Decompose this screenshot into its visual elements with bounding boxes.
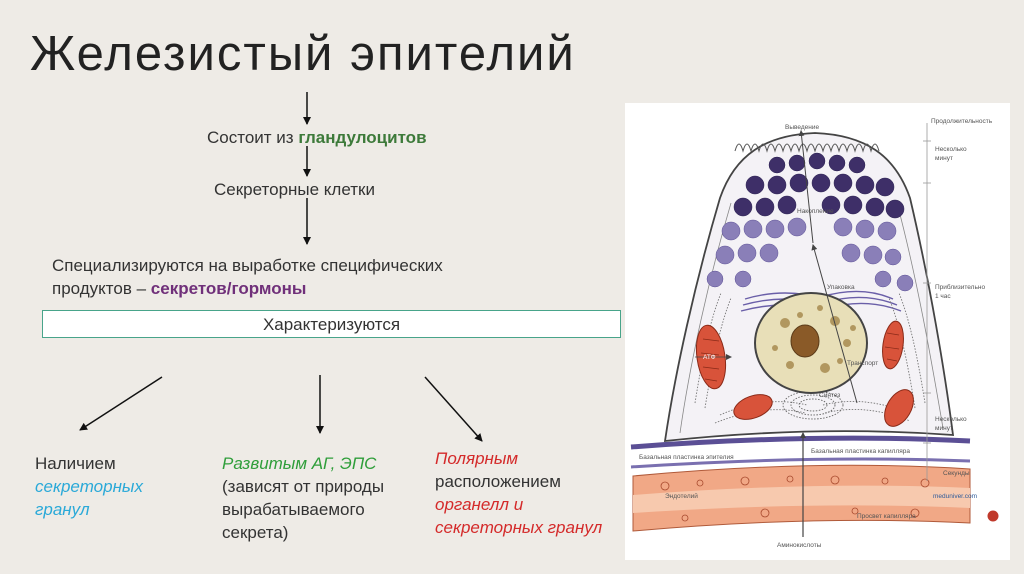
branch-golgi-er-row2: (зависят от природы xyxy=(222,477,385,496)
label-bazalnaya-epitelia: Базальная пластинка эпителия xyxy=(639,454,734,461)
timeline-t3-row1: Несколько xyxy=(935,416,967,423)
transport-arrow xyxy=(811,244,858,404)
label-vyvedenie: Выведение xyxy=(785,124,819,131)
timeline-ticks xyxy=(923,140,931,444)
branch-granules-row1: Наличием xyxy=(35,454,116,473)
arrows-layer xyxy=(79,92,483,442)
label-endoteliy: Эндотелий xyxy=(665,492,698,500)
arrow-to-left-branch xyxy=(79,376,163,431)
branch-golgi-er-row4: секрета) xyxy=(222,523,289,542)
branch-golgi-er-row3: вырабатываемого xyxy=(222,500,365,519)
line-composition-prefix: Состоит из xyxy=(207,128,299,147)
line-specialization-row2: продуктов – секретов/гормоны xyxy=(52,277,443,300)
branch-golgi-er-row1: Развитым АГ, ЭПС xyxy=(222,454,377,473)
line-specialization: Специализируются на выработке специфичес… xyxy=(52,254,443,300)
slide-title: Железистый эпителий xyxy=(30,27,576,81)
branch-polarity: Полярным расположением органелл и секрет… xyxy=(435,447,602,539)
characterized-label: Характеризуются xyxy=(262,315,401,334)
chromatin xyxy=(772,305,856,373)
capillary-basal-lamina xyxy=(630,457,971,469)
label-transport: Транспорт xyxy=(847,360,878,367)
branch-polarity-row1: Полярным xyxy=(435,449,519,468)
label-bazalnaya-kapillyara: Базальная пластинка капилляра xyxy=(811,448,910,455)
secretion-arrow-up xyxy=(798,130,814,244)
timeline-t2-row2: 1 час xyxy=(935,293,951,300)
branch-polarity-row2: расположением xyxy=(435,472,561,491)
line-composition: Состоит из гландулоцитов xyxy=(207,128,427,148)
line-specialization-prefix: продуктов – xyxy=(52,279,151,298)
microvilli xyxy=(734,143,880,153)
er-whorl xyxy=(782,390,844,420)
label-nakoplenie: Накопление xyxy=(797,208,834,215)
timeline-header: Продолжительность xyxy=(931,118,993,125)
label-aminokisloty: Аминокислоты xyxy=(777,542,822,549)
label-watermark: meduniver.com xyxy=(933,493,977,500)
glandulocytes-highlight: гландулоцитов xyxy=(298,128,427,147)
timeline-t2-row1: Приблизительно xyxy=(935,283,985,291)
timeline-t4: Секунды xyxy=(943,470,970,477)
epithelium-basal-lamina xyxy=(630,435,971,450)
label-prosvet: Просвет капилляра xyxy=(857,513,916,520)
branch-golgi-er: Развитым АГ, ЭПС (зависят от природы выр… xyxy=(222,452,384,544)
label-atf: АТФ xyxy=(703,354,716,361)
secretory-granules-dark xyxy=(733,152,905,219)
characterized-box: Характеризуются xyxy=(42,310,621,338)
cell-diagram-svg: Выведение Накопление Упаковка Транспорт … xyxy=(630,118,1000,549)
glandulocyte-illustration: Выведение Накопление Упаковка Транспорт … xyxy=(625,103,1010,560)
branch-granules: Наличием секреторных гранул xyxy=(35,452,143,521)
secretions-highlight: секретов/гормоны xyxy=(150,279,307,298)
timeline-t1-row1: Несколько xyxy=(935,146,967,153)
branch-granules-row2: секреторных xyxy=(35,477,143,496)
endothelium-cells xyxy=(660,475,930,522)
arrow-to-right-branch xyxy=(424,376,483,442)
branch-polarity-row3: органелл и xyxy=(435,495,524,514)
secretory-granules-light xyxy=(706,217,914,292)
nucleolus xyxy=(790,324,820,358)
capillary-lumen xyxy=(633,485,970,513)
watermark-logo-icon xyxy=(986,509,1000,523)
label-sintez: Синтез xyxy=(819,392,840,399)
mitochondria-cristae xyxy=(700,332,900,382)
line-specialization-row1: Специализируются на выработке специфичес… xyxy=(52,256,443,275)
line-secretory-cells: Секреторные клетки xyxy=(214,180,375,199)
timeline-t3-row2: минут xyxy=(935,425,953,432)
label-upakovka: Упаковка xyxy=(827,284,855,291)
branch-polarity-row4: секреторных гранул xyxy=(435,518,603,537)
branch-granules-row3: гранул xyxy=(35,500,90,519)
timeline-t1-row2: минут xyxy=(935,155,953,162)
lateral-membrane-right xyxy=(896,202,944,429)
